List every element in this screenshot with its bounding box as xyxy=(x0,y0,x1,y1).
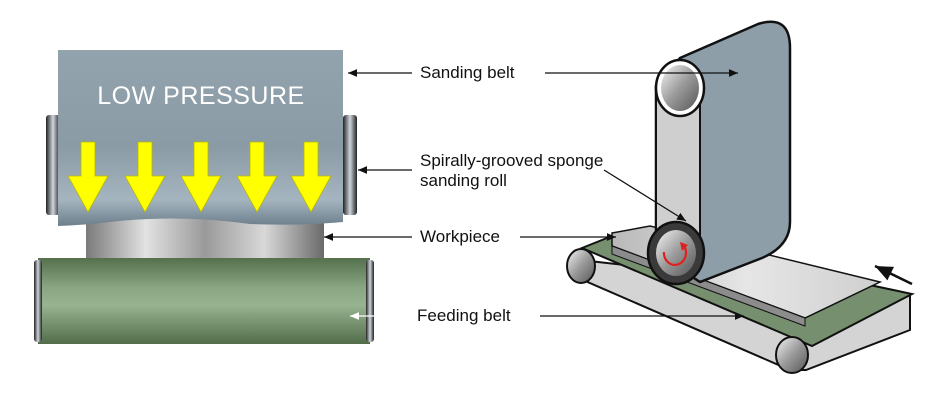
feed-pulley-front xyxy=(775,336,809,374)
roll-end-right xyxy=(343,115,357,215)
pressure-arrow-icon xyxy=(290,141,332,213)
feed-pulley-back xyxy=(566,248,596,284)
pressure-arrow-icon xyxy=(124,141,166,213)
label-feeding-belt: Feeding belt xyxy=(417,306,511,325)
label-sanding-belt: Sanding belt xyxy=(420,63,515,82)
pressure-arrow-icon xyxy=(67,141,109,213)
pressure-arrow-icon xyxy=(236,141,278,213)
pressure-arrow-icon xyxy=(180,141,222,213)
label-sponge-roll: Spirally-grooved sponge sanding roll xyxy=(420,151,604,190)
feeding-belt-section xyxy=(38,258,370,344)
top-pulley-face xyxy=(661,65,699,111)
leader-sponge-roll-right xyxy=(603,169,687,222)
sponge-sanding-roll-core xyxy=(656,230,696,276)
cross-section xyxy=(34,50,374,344)
label-workpiece: Workpiece xyxy=(420,227,500,246)
feed-direction-arrow-icon xyxy=(874,264,913,286)
rotation-arrow-head xyxy=(680,242,688,251)
roll-end-left xyxy=(46,115,60,215)
machine-perspective xyxy=(566,20,915,374)
feeding-belt-end-left xyxy=(34,260,42,342)
leader-lines xyxy=(324,69,744,320)
feeding-belt-end-right xyxy=(366,260,374,342)
rotation-arrow-icon xyxy=(662,245,688,266)
pressure-label: LOW PRESSURE xyxy=(97,82,305,110)
